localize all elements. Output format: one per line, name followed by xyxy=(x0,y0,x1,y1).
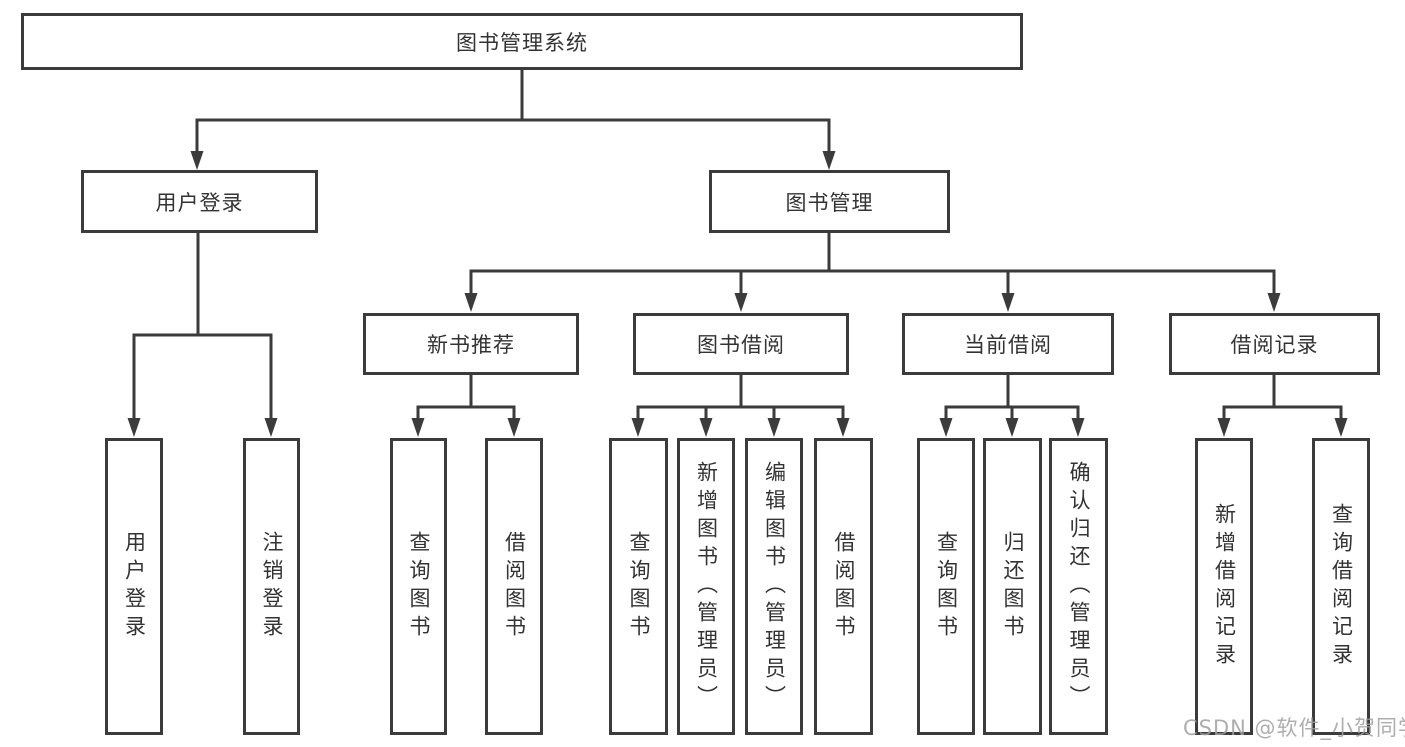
node-leaf-return-books: 归还图书 xyxy=(983,438,1042,735)
node-leaf-query-books-current: 查询图书 xyxy=(917,438,975,735)
node-book-borrowing: 图书借阅 xyxy=(633,313,849,375)
node-label: 图书借阅 xyxy=(697,333,785,357)
node-leaf-user-login: 用户登录 xyxy=(105,438,163,735)
connector-borrowing-records-to-leaves xyxy=(1217,375,1348,437)
node-label: 归还图书 xyxy=(1001,530,1025,643)
node-label: 查询图书 xyxy=(627,530,651,643)
watermark-text: CSDN @软件_小贺同学 xyxy=(1183,716,1405,740)
node-label: 借阅图书 xyxy=(832,530,856,643)
node-label: 图书管理 xyxy=(785,190,874,215)
node-leaf-query-books-recommend: 查询图书 xyxy=(390,438,447,735)
node-borrowing-records: 借阅记录 xyxy=(1169,313,1380,375)
node-label: 确认归还（管理员） xyxy=(1067,460,1091,713)
node-label: 新增借阅记录 xyxy=(1212,502,1237,671)
node-label: 查询借阅记录 xyxy=(1329,502,1354,671)
node-new-book-recommend: 新书推荐 xyxy=(363,313,579,375)
node-leaf-add-borrow-record: 新增借阅记录 xyxy=(1195,438,1253,735)
node-root: 图书管理系统 xyxy=(21,13,1023,70)
node-label: 查询图书 xyxy=(934,530,959,643)
node-label: 用户登录 xyxy=(155,190,244,215)
connector-book-borrowing-to-leaves xyxy=(631,375,850,437)
node-user-login: 用户登录 xyxy=(81,170,318,233)
node-label: 用户登录 xyxy=(122,530,147,643)
node-leaf-confirm-return-admin: 确认归还（管理员） xyxy=(1049,438,1108,735)
connector-new-book-recommend-to-leaves xyxy=(411,375,521,437)
node-label: 借阅记录 xyxy=(1230,333,1319,357)
connector-book-management-to-level2 xyxy=(464,233,1281,312)
node-label: 查询图书 xyxy=(407,530,431,643)
node-leaf-add-books-admin: 新增图书（管理员） xyxy=(677,438,735,735)
node-book-management: 图书管理 xyxy=(709,170,950,233)
node-label: 编辑图书（管理员） xyxy=(762,460,787,713)
node-label: 新增图书（管理员） xyxy=(694,460,719,713)
node-label: 图书管理系统 xyxy=(456,30,588,55)
node-label: 新书推荐 xyxy=(427,333,515,357)
node-label: 当前借阅 xyxy=(964,333,1052,357)
node-label: 注销登录 xyxy=(260,530,284,643)
node-leaf-borrow-books-recommend: 借阅图书 xyxy=(485,438,543,735)
node-leaf-query-books-borrowing: 查询图书 xyxy=(609,438,668,735)
node-label: 借阅图书 xyxy=(502,530,527,643)
connector-root-to-level1 xyxy=(190,70,836,170)
connector-current-borrowing-to-leaves xyxy=(939,375,1085,437)
connector-user-login-to-leaves xyxy=(127,233,278,437)
node-leaf-logout: 注销登录 xyxy=(243,438,300,735)
node-leaf-borrow-books: 借阅图书 xyxy=(814,438,873,735)
node-leaf-query-borrow-record: 查询借阅记录 xyxy=(1312,438,1370,735)
node-current-borrowing: 当前借阅 xyxy=(902,313,1114,375)
node-leaf-edit-books-admin: 编辑图书（管理员） xyxy=(745,438,803,735)
